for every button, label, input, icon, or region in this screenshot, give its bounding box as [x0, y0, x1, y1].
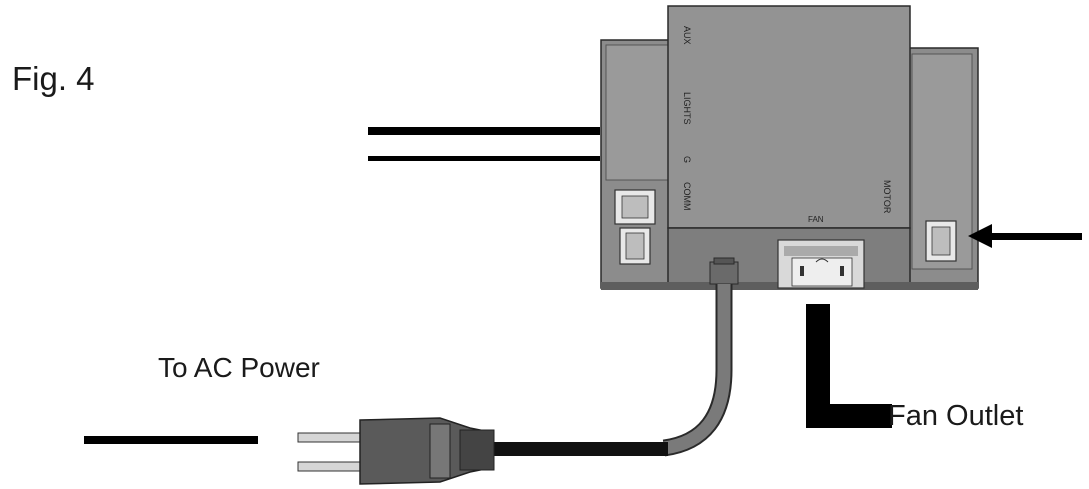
aux-label: AUX [682, 26, 692, 45]
g-label: G [682, 156, 692, 163]
comm-label: COMM [682, 182, 692, 211]
leader-line-second [368, 156, 600, 161]
fan-outlet-label: Fan Outlet [888, 400, 1024, 432]
power-cord [494, 257, 739, 457]
motor-arrow [968, 224, 1082, 248]
ac-power-label: To AC Power [158, 352, 320, 383]
control-module: AUX LIGHTS G COMM MOTOR FAN [600, 5, 979, 290]
figure-label: Fig. 4 [12, 60, 95, 97]
fan-label: FAN [808, 215, 824, 224]
lights-label: LIGHTS [682, 92, 692, 125]
ac-plug [297, 417, 495, 485]
fan-outlet-leader [806, 304, 892, 428]
ac-power-leader [84, 436, 258, 444]
leader-line-top [368, 127, 600, 135]
motor-label: MOTOR [882, 180, 892, 214]
